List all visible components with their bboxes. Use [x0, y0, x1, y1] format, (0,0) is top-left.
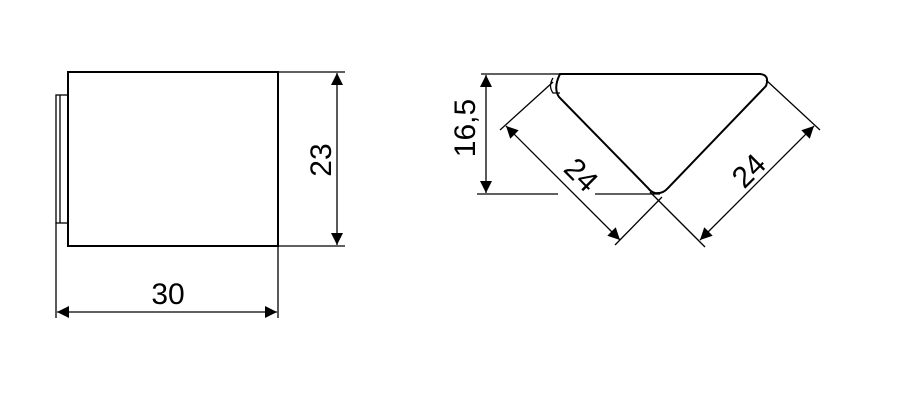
extension-line	[765, 79, 821, 131]
height-dimension-label: 23	[305, 143, 338, 176]
side-height-label: 16,5	[449, 99, 482, 157]
side-view: 16,5 24 24	[449, 73, 821, 248]
left-side-label: 24	[557, 152, 604, 199]
front-view: 23 30	[55, 71, 345, 318]
body-outline	[67, 71, 279, 247]
extension-line	[614, 196, 663, 246]
extension-line	[649, 191, 706, 248]
right-side-label: 24	[726, 148, 773, 195]
extension-line	[499, 81, 554, 131]
corner-detail	[549, 77, 560, 94]
left-side-dimension-line	[505, 125, 621, 241]
right-side-dimension-line	[699, 125, 815, 241]
side-tab	[55, 94, 69, 224]
width-dimension-label: 30	[151, 278, 184, 311]
